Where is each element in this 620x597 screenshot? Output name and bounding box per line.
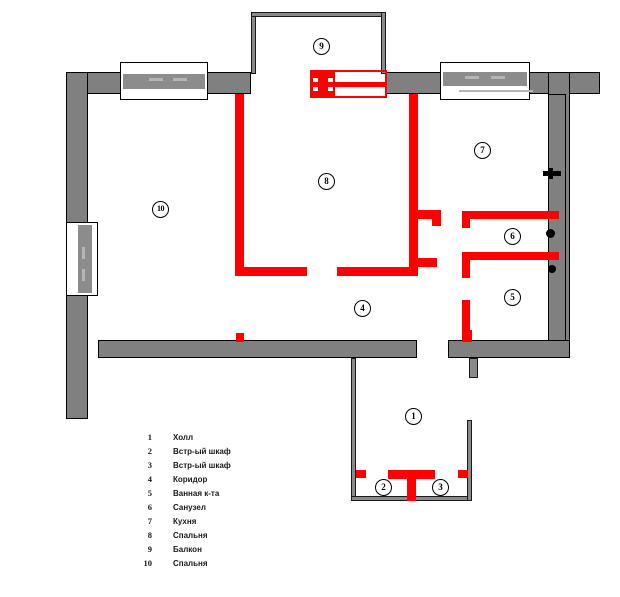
legend-label: Встр-ый шкаф — [173, 447, 231, 456]
doorway-mark-bottom-wall — [236, 333, 244, 342]
legend-row: 5 Ванная к-та — [126, 488, 316, 502]
partition-sanuzel-bath — [462, 252, 559, 260]
interior-wall-bottom-left — [98, 340, 417, 358]
partition-kitchen-bath-cap — [462, 211, 470, 228]
legend-number: 4 — [147, 474, 152, 484]
legend-label: Балкон — [173, 545, 202, 554]
balcony-wall-right — [381, 12, 386, 74]
legend-row: 2 Встр-ый шкаф — [126, 446, 316, 460]
legend-number: 8 — [147, 530, 152, 540]
room-badge-2: 2 — [375, 479, 392, 496]
closet-divider-arm — [388, 470, 435, 479]
closet-jamb-left — [356, 470, 366, 478]
balcony-door-post — [318, 72, 328, 96]
legend-number: 7 — [147, 516, 152, 526]
legend-row: 8 Спальня — [126, 530, 316, 544]
room-badge-7: 7 — [474, 142, 491, 159]
hall-wall-right — [467, 420, 472, 501]
legend-label: Спальня — [173, 559, 208, 568]
partition-bedroom8-left-foot — [235, 267, 307, 276]
legend: 1 Холл 2 Встр-ый шкаф 3 Встр-ый шкаф 4 К… — [126, 432, 316, 572]
room-badge-3: 3 — [432, 479, 449, 496]
window-top-left — [120, 62, 208, 100]
closet-divider-stem — [407, 470, 416, 501]
closet-jamb-right — [458, 470, 468, 478]
balcony-door-post-head — [312, 72, 334, 78]
partition-corridor-spur-cap — [432, 210, 441, 226]
room-badge-6: 6 — [504, 228, 521, 245]
legend-label: Коридор — [173, 475, 208, 484]
interior-wall-bottom-right — [448, 340, 570, 358]
partition-bathroom-left — [462, 300, 470, 342]
legend-row: 10 Спальня — [126, 558, 316, 572]
legend-row: 9 Балкон — [126, 544, 316, 558]
legend-number: 9 — [147, 544, 152, 554]
window-left-wall — [66, 222, 98, 296]
legend-number: 1 — [147, 432, 152, 442]
balcony-door-leaf — [313, 82, 387, 87]
partition-corridor-spur — [409, 210, 441, 219]
legend-number: 3 — [147, 460, 152, 470]
window-top-right — [440, 62, 533, 100]
door-mark-kitchen-jamb — [548, 168, 553, 179]
partition-bedroom8-right-foot — [337, 267, 418, 276]
partition-bedroom8-right — [409, 94, 418, 276]
legend-number: 10 — [143, 558, 153, 568]
partition-kitchen-bath — [462, 211, 559, 219]
legend-number: 2 — [147, 446, 152, 456]
legend-number: 6 — [147, 502, 152, 512]
legend-label: Ванная к-та — [173, 489, 220, 498]
room-badge-4: 4 — [354, 300, 371, 317]
legend-row: 4 Коридор — [126, 474, 316, 488]
room-badge-9: 9 — [313, 38, 330, 55]
room-badge-5: 5 — [504, 289, 521, 306]
room-badge-10: 10 — [152, 201, 169, 218]
partition-corridor-elbow — [409, 258, 437, 267]
legend-row: 7 Кухня — [126, 516, 316, 530]
legend-row: 3 Встр-ый шкаф — [126, 460, 316, 474]
legend-number: 5 — [147, 488, 152, 498]
door-mark-sanuzel — [546, 229, 555, 238]
legend-label: Холл — [173, 433, 194, 442]
legend-label: Кухня — [173, 517, 197, 526]
partition-bedroom8-left — [235, 94, 244, 276]
balcony-door-post-base — [312, 91, 334, 96]
legend-label: Спальня — [173, 531, 208, 540]
door-mark-bathroom — [548, 265, 556, 273]
legend-label: Встр-ый шкаф — [173, 461, 231, 470]
bathroom-riser-stub — [469, 358, 478, 378]
room-badge-1: 1 — [405, 408, 422, 425]
partition-sanuzel-bath-cap — [462, 252, 470, 278]
room-badge-8: 8 — [318, 173, 335, 190]
legend-row: 6 Санузел — [126, 502, 316, 516]
doorway-mark-bathroom — [466, 330, 472, 342]
legend-label: Санузел — [173, 503, 206, 512]
legend-row: 1 Холл — [126, 432, 316, 446]
